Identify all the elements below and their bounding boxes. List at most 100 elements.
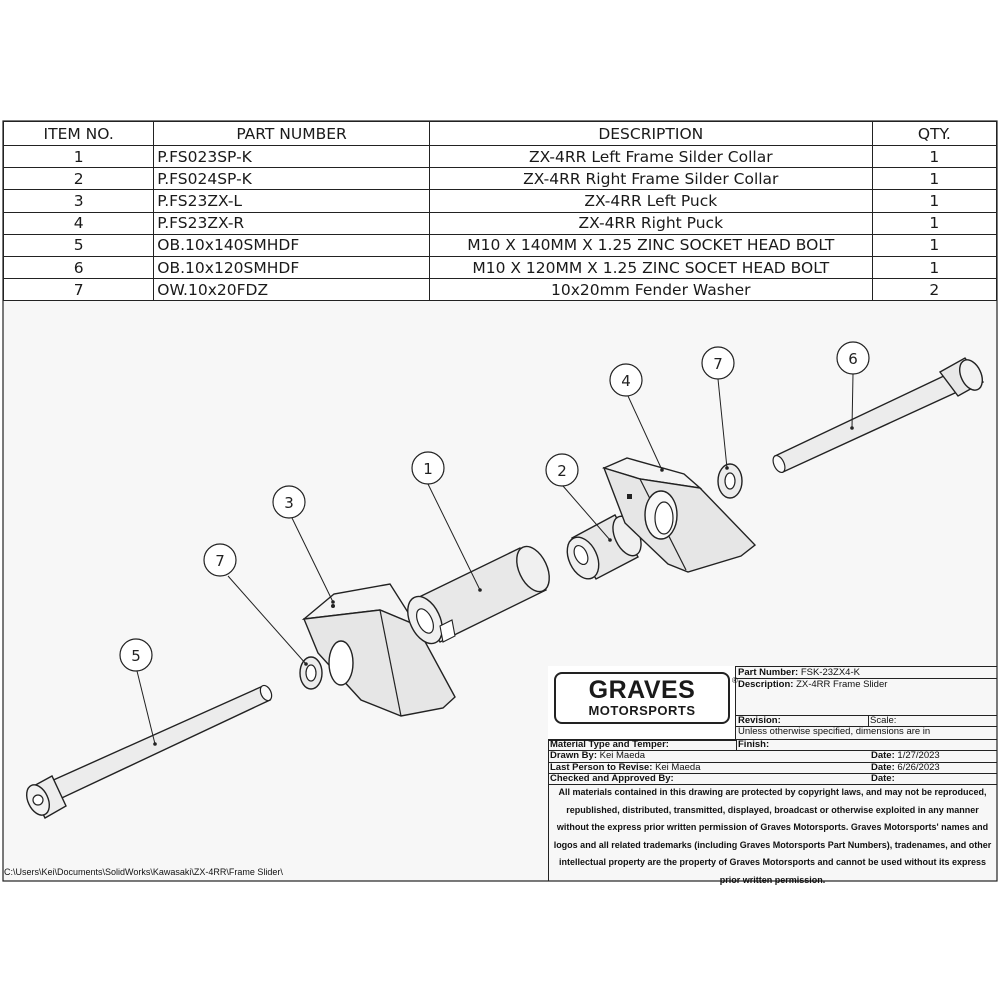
bom-part: P.FS23ZX-L (153, 189, 430, 213)
part-6-bolt (772, 357, 985, 474)
bom-part: OW.10x20FDZ (153, 278, 430, 302)
part-7-washer-right (717, 463, 743, 499)
balloon-2-label: 2 (557, 462, 567, 480)
part-number-row: Part Number: FSK-23ZX4-K (738, 667, 860, 678)
logo-graves-text: GRAVES (588, 676, 696, 704)
bom-desc: M10 X 120MM X 1.25 ZINC SOCET HEAD BOLT (428, 255, 873, 280)
balloon-4-label: 4 (621, 372, 631, 390)
description-row: Description: ZX-4RR Frame Slider (738, 679, 887, 690)
bom-item: 6 (2, 255, 155, 280)
balloon-3: 3 (272, 485, 335, 604)
bom-qty: 1 (871, 167, 998, 191)
bom-header-item: ITEM NO. (2, 121, 155, 146)
part-7-washer-left (299, 656, 323, 690)
bom-row: 4 P.FS23ZX-R ZX-4RR Right Puck 1 (2, 211, 998, 235)
copyright-notice: All materials contained in this drawing … (553, 787, 992, 885)
bom-part: P.FS23ZX-R (153, 211, 430, 235)
part-4-right-puck (601, 457, 757, 573)
bom-row: 3 P.FS23ZX-L ZX-4RR Left Puck 1 (2, 189, 998, 213)
bom-item: 4 (2, 211, 155, 235)
balloon-2: 2 (545, 453, 612, 542)
bom-row: 7 OW.10x20FDZ 10x20mm Fender Washer 2 (2, 278, 998, 302)
finish-row: Finish: (738, 739, 769, 750)
bom-row: 1 P.FS023SP-K ZX-4RR Left Frame Silder C… (2, 144, 998, 169)
units-note: Unless otherwise specified, dimensions a… (738, 726, 931, 737)
checked-date-row: Date: (871, 773, 895, 784)
bom-part: OB.10x120SMHDF (153, 255, 430, 280)
bom-table: ITEM NO. PART NUMBER DESCRIPTION QTY. 1 … (2, 121, 998, 302)
bom-header-row: ITEM NO. PART NUMBER DESCRIPTION QTY. (2, 121, 998, 146)
bom-desc: ZX-4RR Left Frame Silder Collar (428, 144, 873, 169)
bom-desc: 10x20mm Fender Washer (428, 278, 873, 302)
balloon-7-left: 7 (203, 543, 308, 666)
balloon-6-label: 6 (848, 350, 858, 368)
balloon-7-right-label: 7 (713, 355, 723, 373)
bom-desc: ZX-4RR Right Frame Silder Collar (428, 167, 873, 191)
bom-qty: 1 (871, 255, 998, 280)
balloon-5: 5 (119, 638, 157, 746)
material-label: Material Type and Temper: (550, 739, 669, 750)
bom-part: P.FS023SP-K (153, 144, 430, 169)
bom-item: 1 (2, 144, 155, 169)
balloon-6: 6 (836, 341, 870, 430)
balloon-4: 4 (609, 363, 664, 472)
bom-header-part: PART NUMBER (153, 121, 430, 146)
balloon-5-label: 5 (131, 647, 141, 665)
scale-row: Scale: (870, 715, 896, 726)
bom-item: 5 (2, 233, 155, 257)
drawn-by-label: Drawn By: (550, 750, 597, 761)
revised-date-label: Date: (871, 762, 895, 773)
bom-row: 2 P.FS024SP-K ZX-4RR Right Frame Silder … (2, 167, 998, 191)
part-number-label: Part Number: (738, 667, 799, 678)
part-1-collar (407, 545, 550, 645)
bom-desc: ZX-4RR Left Puck (428, 189, 873, 213)
bom-qty: 1 (871, 211, 998, 235)
bom-qty: 1 (871, 144, 998, 169)
bom-header-qty: QTY. (871, 121, 998, 146)
bom-row: 6 OB.10x120SMHDF M10 X 120MM X 1.25 ZINC… (2, 255, 998, 280)
description-value: ZX-4RR Frame Slider (796, 679, 888, 690)
balloon-7-left-label: 7 (215, 552, 225, 570)
drawn-date-row: Date: 1/27/2023 (871, 750, 940, 761)
bom-part: P.FS024SP-K (153, 167, 430, 191)
bom-qty: 1 (871, 233, 998, 257)
bom-qty: 2 (871, 278, 998, 302)
finish-label: Finish: (738, 739, 770, 750)
drawn-date-label: Date: (871, 750, 895, 761)
bom-part: OB.10x140SMHDF (153, 233, 430, 257)
revised-by-value: Kei Maeda (655, 762, 701, 773)
bom-desc: ZX-4RR Right Puck (428, 211, 873, 235)
bom-item: 7 (2, 278, 155, 302)
revised-by-row: Last Person to Revise: Kei Maeda (550, 762, 700, 773)
material-row: Material Type and Temper: (550, 739, 669, 750)
logo-registered-mark: ® (732, 676, 738, 685)
drawn-by-value: Kei Maeda (599, 750, 646, 761)
bom-header-desc: DESCRIPTION (428, 121, 873, 146)
checked-row: Checked and Approved By: (550, 773, 674, 784)
revised-by-label: Last Person to Revise: (550, 762, 653, 773)
drawn-date-value: 1/27/2023 (897, 750, 940, 761)
balloon-1: 1 (411, 451, 482, 592)
title-block: GRAVES MOTORSPORTS ® Part Number: FSK-23… (548, 666, 997, 885)
bom-item: 3 (2, 189, 155, 213)
bom-row: 5 OB.10x140SMHDF M10 X 140MM X 1.25 ZINC… (2, 233, 998, 257)
bom-desc: M10 X 140MM X 1.25 ZINC SOCKET HEAD BOLT (428, 233, 873, 257)
part-number-value: FSK-23ZX4-K (800, 667, 860, 678)
checked-label: Checked and Approved By: (550, 773, 674, 784)
scale-label: Scale: (870, 715, 897, 726)
revision-row: Revision: (738, 715, 781, 726)
logo-motorsports-text: MOTORSPORTS (588, 703, 696, 718)
bom-qty: 1 (871, 189, 998, 213)
revised-date-row: Date: 6/26/2023 (871, 762, 940, 773)
balloon-1-label: 1 (423, 460, 433, 478)
company-logo: GRAVES MOTORSPORTS ® (548, 666, 738, 741)
drawn-by-row: Drawn By: Kei Maeda (550, 750, 645, 761)
description-label: Description: (738, 679, 794, 690)
checked-date-label: Date: (871, 773, 895, 784)
balloon-3-label: 3 (284, 494, 294, 512)
bom-item: 2 (2, 167, 155, 191)
revision-label: Revision: (738, 715, 781, 726)
revised-date-value: 6/26/2023 (897, 762, 940, 773)
balloon-7-right: 7 (701, 346, 735, 470)
file-path: C:\Users\Kei\Documents\SolidWorks\Kawasa… (4, 867, 283, 877)
